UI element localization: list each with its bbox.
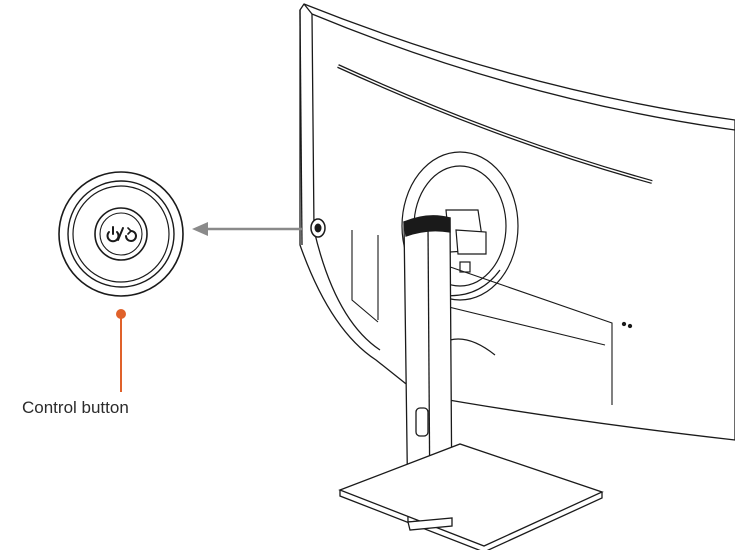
stand-hinge <box>445 209 487 273</box>
power-return-icon <box>106 226 137 243</box>
control-button-on-monitor <box>310 218 326 238</box>
callout-leader <box>116 309 126 392</box>
stand-base <box>338 443 604 550</box>
callout-label-control-button: Control button <box>22 398 129 417</box>
pointer-arrow <box>192 222 303 236</box>
vent-slot <box>337 64 653 184</box>
